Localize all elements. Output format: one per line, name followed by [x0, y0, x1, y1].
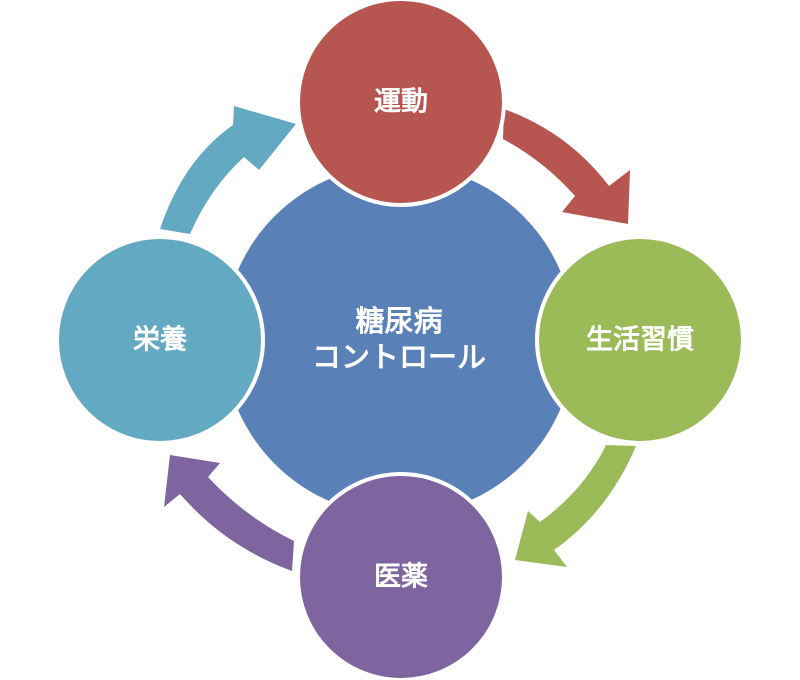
node-lifestyle-label: 生活習慣: [586, 325, 694, 356]
node-lifestyle: [535, 235, 745, 445]
node-nutrition: [55, 235, 265, 445]
node-exercise: [296, 0, 506, 207]
node-exercise-label: 運動: [374, 87, 428, 118]
arrow-medicine-to-nutrition: [164, 455, 294, 571]
arrow-exercise-to-lifestyle: [503, 109, 630, 224]
center-label-line1: 糖尿病: [355, 304, 442, 338]
center-label-line2: コントロール: [312, 340, 486, 374]
node-medicine-label: 医薬: [374, 562, 428, 593]
node-nutrition-label: 栄養: [132, 324, 188, 356]
arrow-lifestyle-to-medicine: [515, 445, 636, 567]
node-medicine: [296, 472, 506, 680]
arrow-nutrition-to-exercise: [160, 106, 296, 234]
